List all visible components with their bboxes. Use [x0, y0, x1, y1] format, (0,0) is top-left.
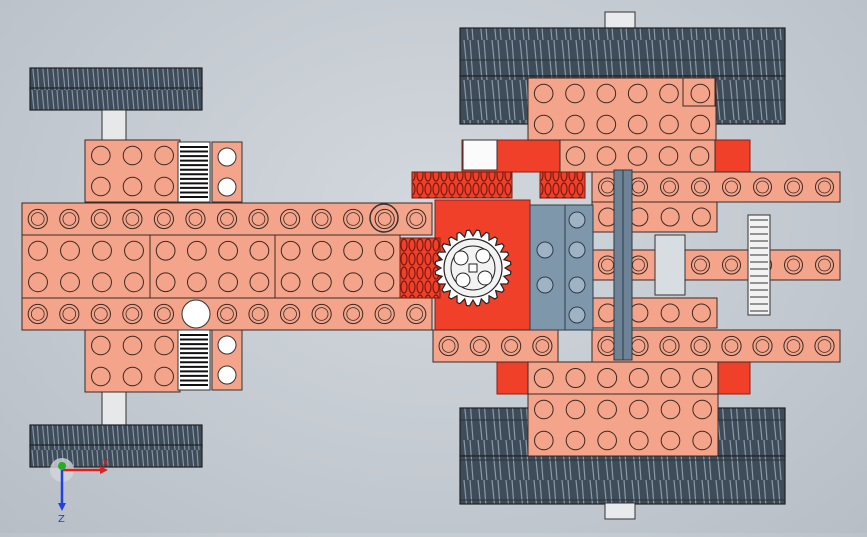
rear-brick-top[interactable]	[527, 77, 717, 141]
z-axis-label: Z	[58, 514, 65, 525]
white-connector[interactable]	[462, 139, 498, 171]
orientation-triad: X Z	[50, 458, 109, 525]
chassis-brick-left[interactable]	[21, 234, 151, 299]
gearbox-block[interactable]	[529, 204, 594, 331]
spring-coupler[interactable]	[399, 171, 586, 299]
rear-plate-upper[interactable]	[591, 201, 718, 233]
pin-hole-ring	[369, 203, 399, 233]
chassis-brick-mid[interactable]	[149, 234, 276, 299]
front-wheel-bottom[interactable]	[29, 391, 203, 468]
rear-bevel-gear[interactable]	[654, 214, 771, 316]
y-axis-icon	[58, 462, 66, 470]
pin-hole-white	[181, 299, 211, 329]
front-brick-bottom[interactable]	[84, 329, 181, 393]
rear-beam-lower[interactable]	[591, 329, 841, 363]
front-brick-top[interactable]	[84, 139, 181, 203]
outline-tile	[682, 77, 716, 107]
rear-plate-bottom[interactable]	[527, 361, 719, 395]
x-axis-label: X	[102, 458, 109, 469]
rear-beam-upper[interactable]	[591, 171, 841, 203]
rear-brick-bottom[interactable]	[527, 393, 719, 457]
chassis-beam-top[interactable]	[21, 202, 433, 236]
rear-axle[interactable]	[613, 169, 633, 361]
drive-gear[interactable]	[434, 229, 512, 307]
rear-beam-left-lower[interactable]	[432, 329, 559, 363]
front-wheel-top[interactable]	[29, 67, 203, 141]
chassis-brick-right[interactable]	[274, 234, 401, 299]
steering-knuckle-top[interactable]	[177, 141, 243, 203]
chassis-beam-bottom[interactable]	[21, 297, 433, 331]
brick-layer[interactable]	[21, 77, 841, 457]
rear-plate-top[interactable]	[559, 139, 716, 173]
steering-knuckle-bottom[interactable]	[177, 329, 243, 391]
rear-plate-lower[interactable]	[591, 297, 718, 329]
rear-beam-mid[interactable]	[591, 249, 841, 281]
